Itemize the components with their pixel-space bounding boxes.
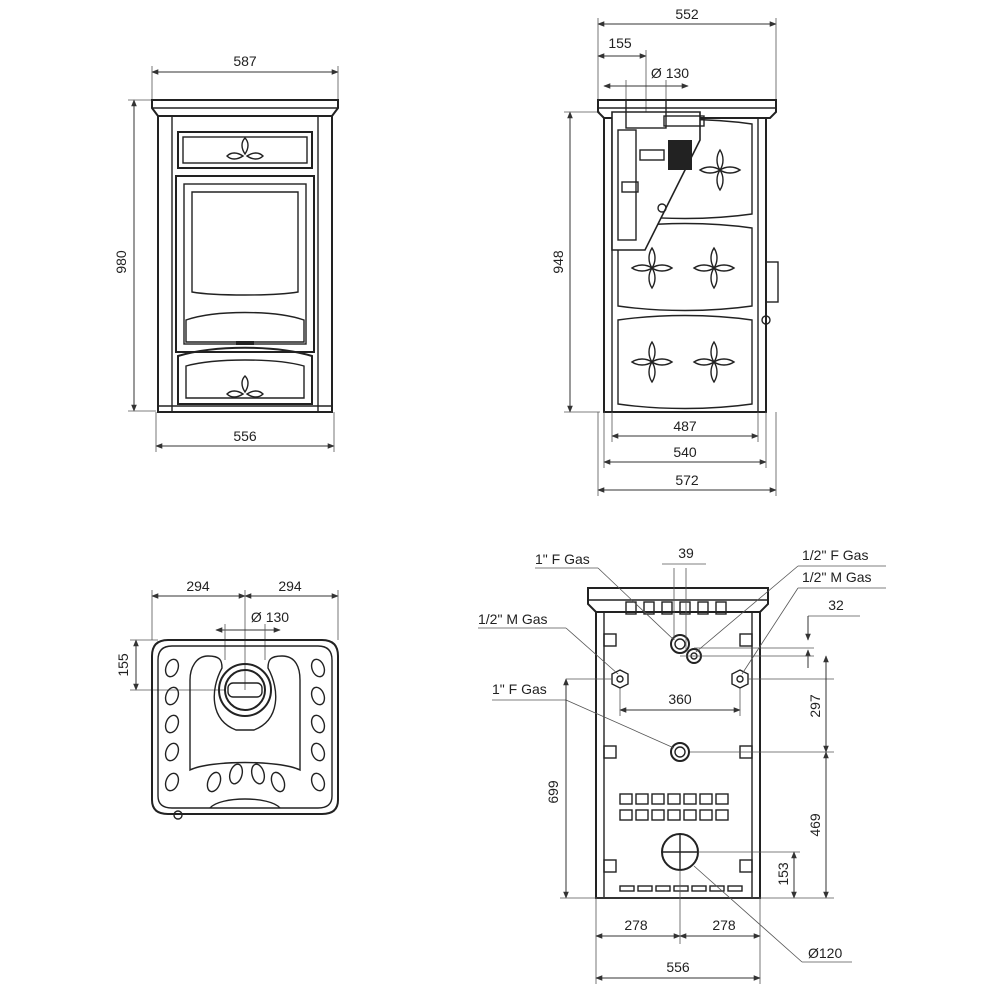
- dim-side-depth-total: 552: [597, 6, 777, 100]
- dim-side-depth-540: 540: [603, 444, 767, 465]
- dim-556-label: 556: [233, 428, 257, 444]
- dim-294-right-label: 294: [278, 578, 302, 594]
- dim-front-height: 980: [113, 99, 156, 412]
- dim-side-d130-label: Ø 130: [651, 65, 689, 81]
- dim-572-label: 572: [675, 472, 699, 488]
- gas-fitting-left-icon: [611, 669, 629, 689]
- dim-278-right-label: 278: [712, 917, 736, 933]
- dim-top-half-widths: 294 294: [151, 578, 339, 690]
- dim-front-width-top: 587: [151, 53, 339, 100]
- dim-top-155-label: 155: [115, 653, 131, 677]
- dim-top-d130-label: Ø 130: [251, 609, 289, 625]
- dim-153-label: 153: [775, 862, 791, 886]
- dim-360-label: 360: [668, 691, 692, 707]
- top-view: 294 294 Ø 130 155: [115, 578, 339, 820]
- dim-side-height: 948: [550, 111, 600, 413]
- rear-annotations: 1" F Gas 39 1/2" F Gas 1/2" M Gas 32 1/2…: [478, 545, 886, 984]
- dim-39-label: 39: [678, 545, 694, 561]
- dim-948-label: 948: [550, 250, 566, 274]
- label-half-m-gas-right: 1/2" M Gas: [802, 569, 872, 585]
- dim-side-flue-diameter: Ø 130: [603, 65, 689, 102]
- dim-top-flue-offset: 155: [115, 639, 225, 691]
- dim-487-label: 487: [673, 418, 697, 434]
- dim-top-flue-diameter: Ø 130: [215, 609, 289, 660]
- top-stove-body: [151, 639, 339, 820]
- label-1f-gas-top: 1" F Gas: [535, 551, 590, 567]
- dim-front-width-bottom: 556: [155, 412, 335, 452]
- rear-view: 1" F Gas 39 1/2" F Gas 1/2" M Gas 32 1/2…: [478, 545, 886, 984]
- dim-32-label: 32: [828, 597, 844, 613]
- dim-side-flue-offset: 155: [597, 35, 647, 115]
- dim-294-left-label: 294: [186, 578, 210, 594]
- front-view: 587 980 556: [113, 53, 339, 452]
- label-half-f-gas: 1/2" F Gas: [802, 547, 868, 563]
- dim-540-label: 540: [673, 444, 697, 460]
- gas-fitting-right-icon: [731, 669, 749, 689]
- dim-552-label: 552: [675, 6, 699, 22]
- dim-278-left-label: 278: [624, 917, 648, 933]
- dim-469-label: 469: [807, 813, 823, 837]
- dim-side-depth-572: 572: [597, 412, 777, 496]
- dim-587-label: 587: [233, 53, 257, 69]
- front-stove-body: [151, 99, 339, 413]
- dim-side-depth-487: 487: [611, 418, 759, 439]
- label-half-m-gas-left: 1/2" M Gas: [478, 611, 548, 627]
- dim-980-label: 980: [113, 250, 129, 274]
- dim-699-label: 699: [545, 780, 561, 804]
- side-stove-body: [597, 99, 779, 413]
- label-1f-gas-mid: 1" F Gas: [492, 681, 547, 697]
- dim-d120-label: Ø120: [808, 945, 842, 961]
- rear-stove-body: [587, 587, 769, 899]
- dim-rear-556-label: 556: [666, 959, 690, 975]
- dim-297-label: 297: [807, 694, 823, 718]
- dim-155-label: 155: [608, 35, 632, 51]
- side-view: 552 155 Ø 130 948: [550, 6, 779, 496]
